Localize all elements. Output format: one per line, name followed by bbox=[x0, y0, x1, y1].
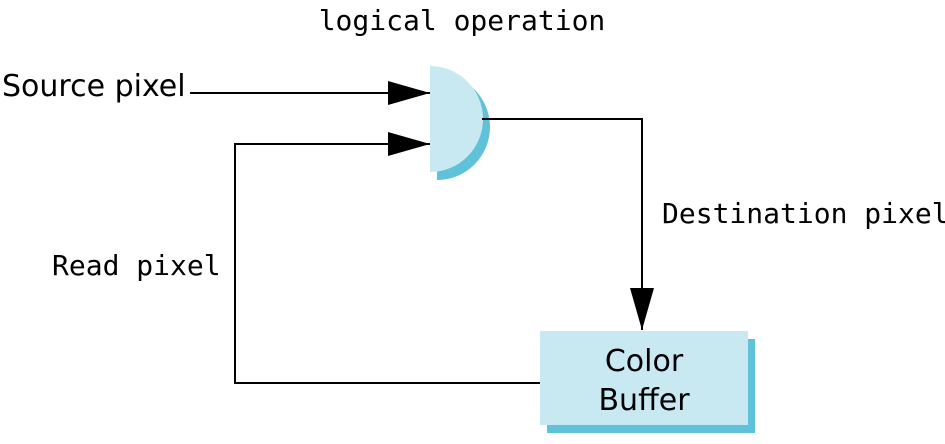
color-buffer-label-line1: Color bbox=[605, 344, 684, 379]
source-pixel-label: Source pixel bbox=[2, 69, 186, 104]
color-buffer-label-line2: Buffer bbox=[598, 383, 690, 418]
logical-operation-gate bbox=[430, 66, 490, 180]
color-buffer-box: Color Buffer bbox=[540, 331, 755, 433]
destination-pixel-arrow bbox=[482, 118, 654, 330]
logical-operation-label: logical operation bbox=[319, 4, 606, 37]
read-pixel-arrow bbox=[234, 132, 540, 384]
read-pixel-label: Read pixel bbox=[52, 249, 221, 282]
destination-pixel-label: Destination pixel bbox=[662, 197, 945, 230]
gate-body bbox=[430, 66, 483, 172]
color-buffer-body bbox=[540, 331, 748, 425]
